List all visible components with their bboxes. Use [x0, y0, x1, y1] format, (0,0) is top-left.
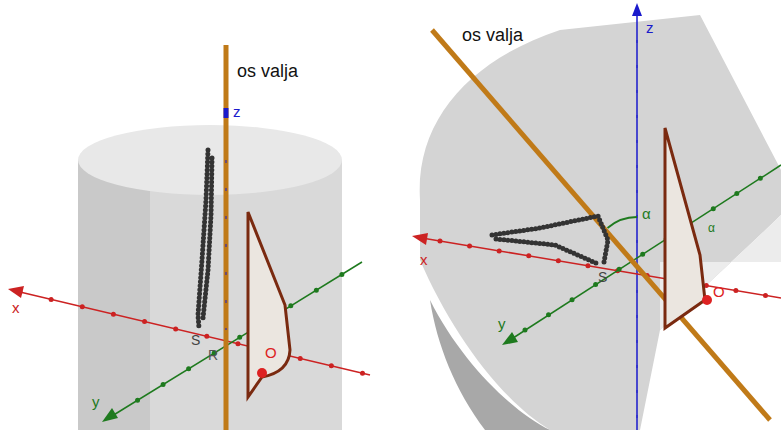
axis-arrow [632, 3, 642, 16]
point-label: R [208, 348, 218, 363]
point-marker [702, 295, 712, 305]
y-axis [510, 165, 781, 340]
axis-ticks [112, 262, 362, 416]
point-cloud [496, 239, 598, 264]
axis-arrow [502, 332, 518, 345]
angle-arc [608, 217, 638, 228]
point-label: O [265, 345, 277, 362]
axis-arrow [8, 286, 24, 298]
axis-letter: x [12, 300, 20, 317]
axis-letter: y [92, 394, 100, 411]
profile-shape [248, 212, 290, 397]
axis-ticks [226, 160, 227, 330]
cylinder-surface [420, 15, 781, 430]
cylinder-shade [78, 160, 150, 430]
x-axis [422, 238, 781, 298]
axis-letter: z [233, 104, 241, 121]
axis-letter: z [646, 20, 654, 37]
profile-shape [665, 128, 705, 328]
point-label: O [713, 284, 725, 301]
axis-name: os valja [462, 26, 523, 46]
y-axis [112, 262, 362, 416]
axis-ticks [440, 241, 781, 298]
left-view [8, 45, 370, 430]
axis-arrow [102, 408, 118, 422]
cylinder-shade [430, 300, 550, 430]
axis-ticks [20, 292, 370, 375]
right-view [412, 3, 781, 430]
axis-name: os valja [237, 62, 298, 82]
cylinder-axis [224, 45, 229, 430]
point-label: S [598, 270, 607, 285]
axis-letter: y [498, 316, 506, 333]
cylinder-axis [432, 30, 770, 420]
angle-label: α [642, 206, 651, 223]
point-cloud [203, 158, 212, 318]
z-axis [636, 12, 638, 430]
axis-ticks [637, 40, 638, 430]
angle-label: α [708, 222, 715, 235]
x-axis [20, 292, 370, 375]
axis-letter: x [420, 252, 428, 269]
point-marker [257, 368, 267, 378]
point-label: S [191, 333, 200, 348]
axis-arrow [412, 233, 428, 245]
z-axis [224, 108, 229, 118]
